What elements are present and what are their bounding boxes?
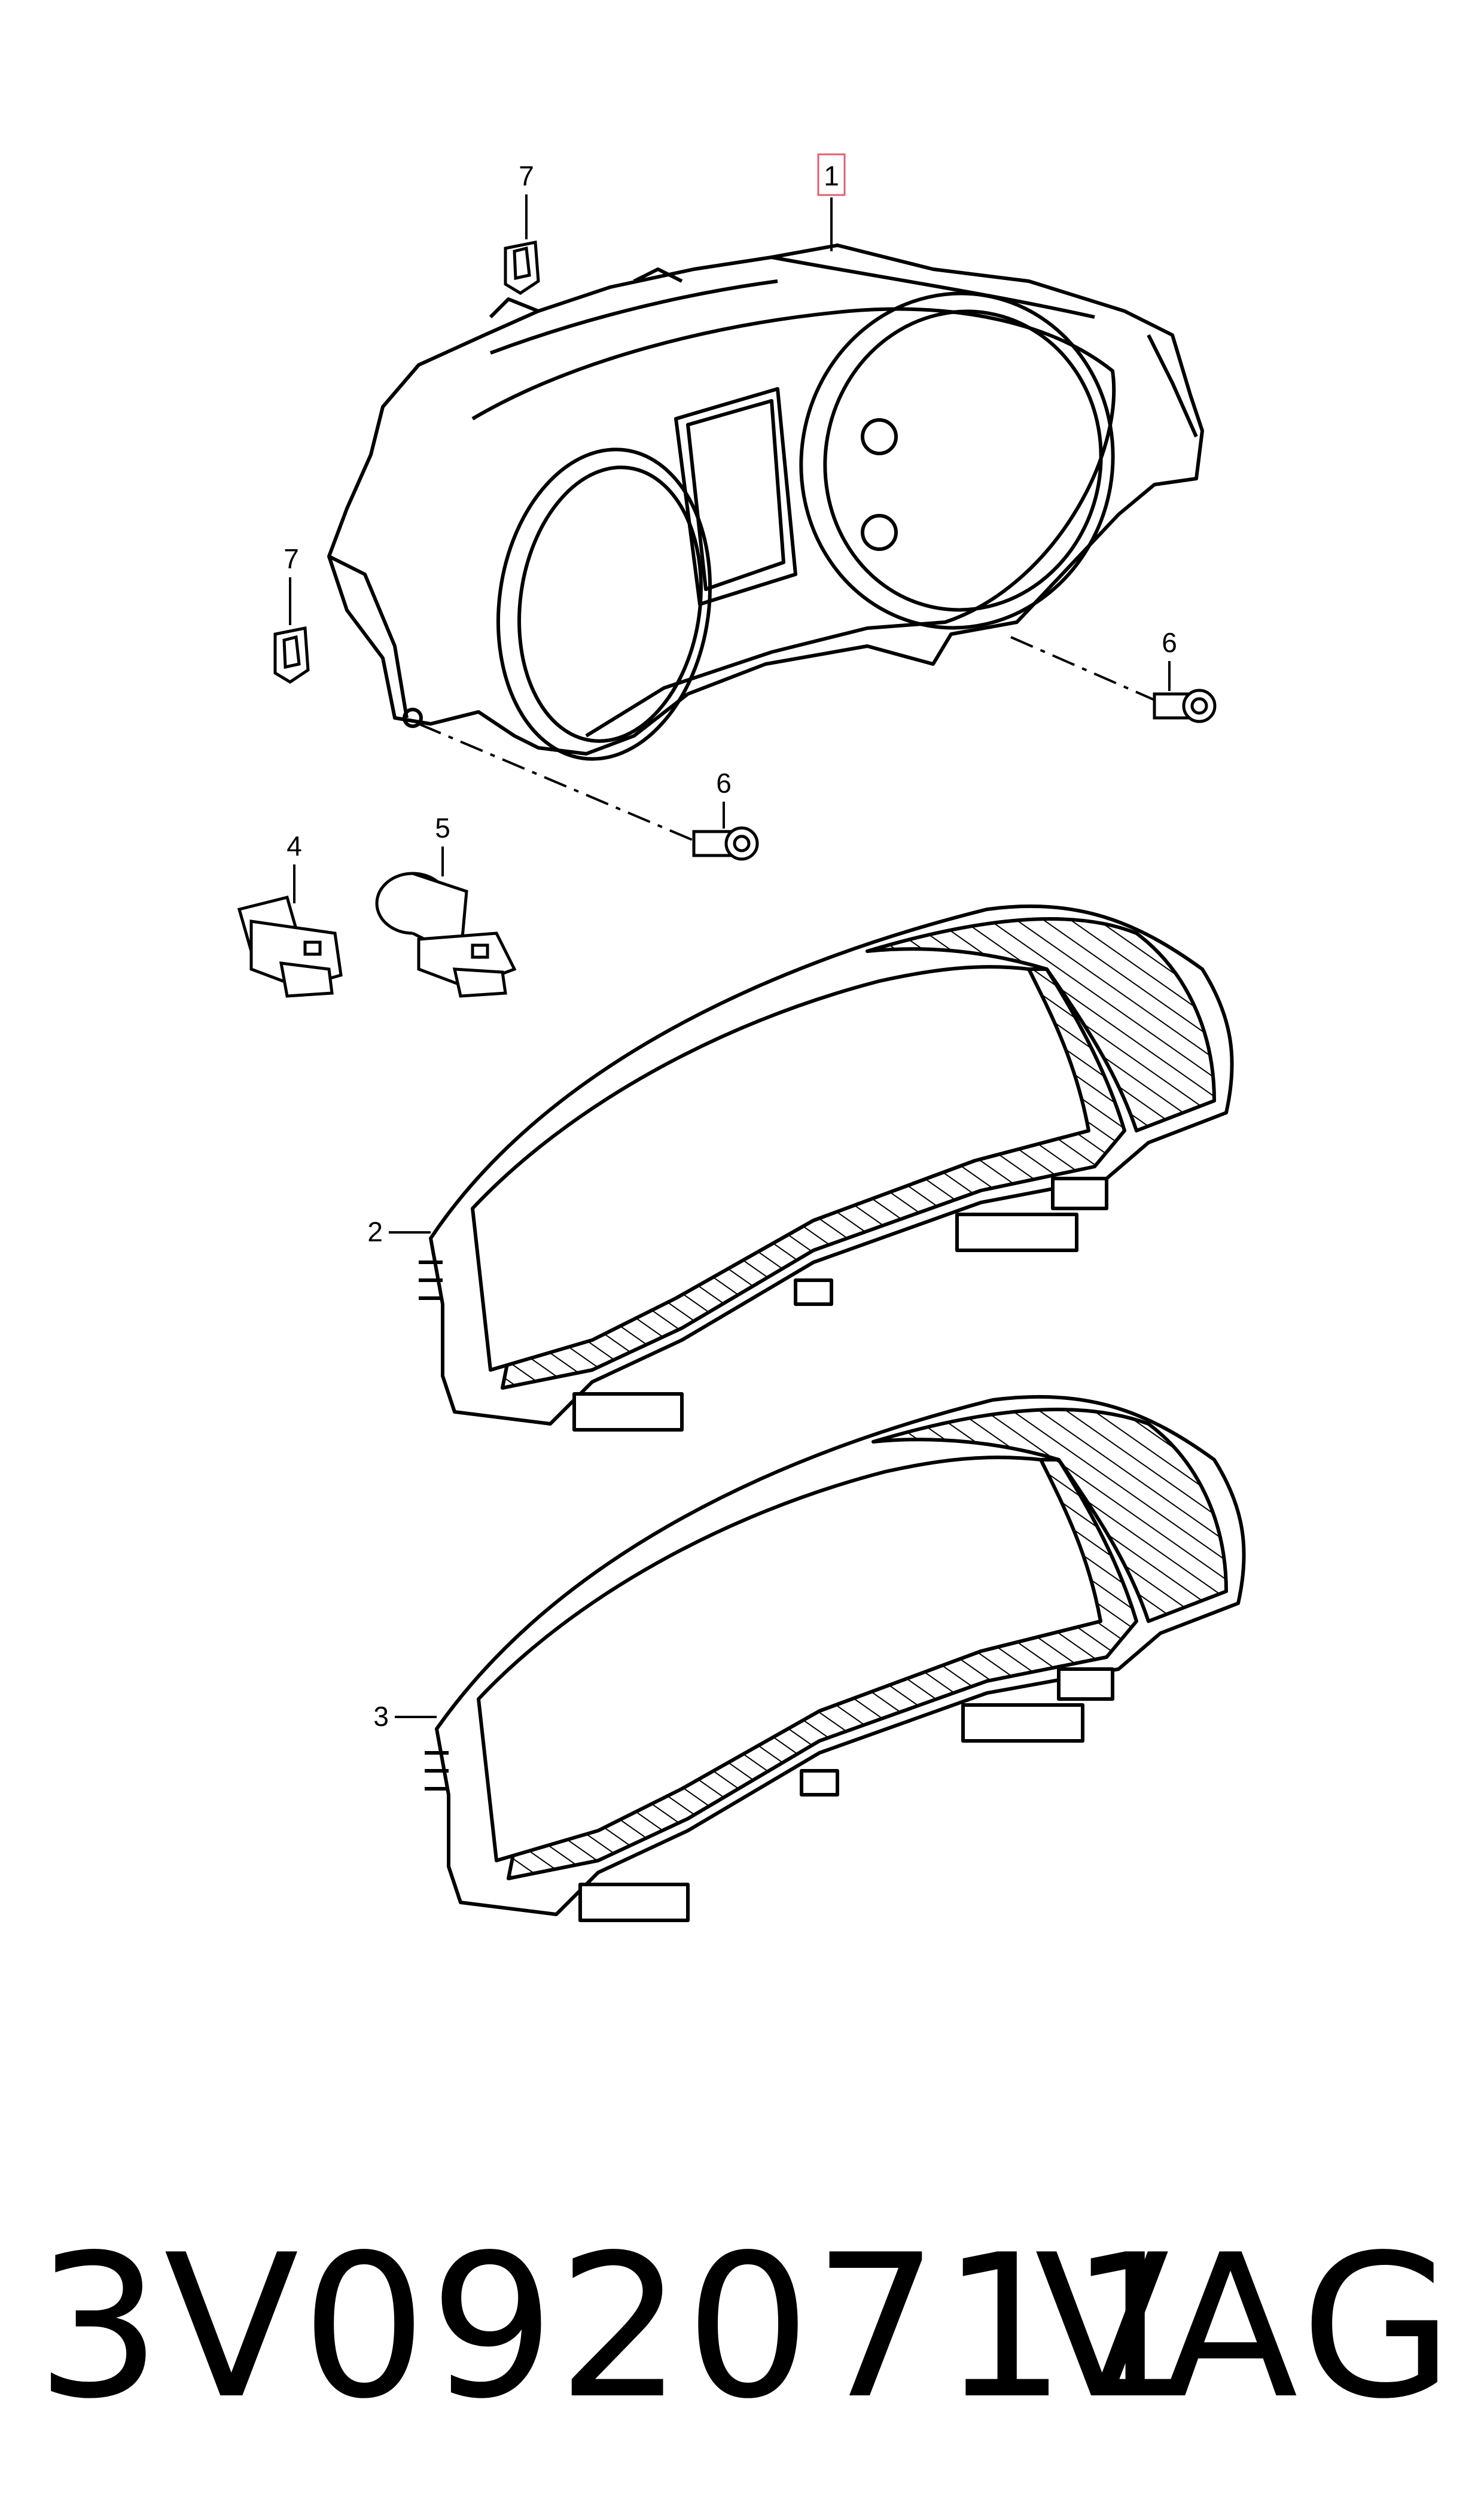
display-cover-part-3 (425, 1395, 1246, 1922)
clip-lower (273, 626, 310, 684)
callout-label-6-left: 6 (716, 768, 732, 799)
screw-left (692, 826, 759, 861)
callout-label-7-upper: 7 (519, 160, 534, 191)
callout-label-1: 1 (824, 160, 839, 191)
screw-right (1153, 689, 1217, 723)
callout-label-6-right: 6 (1162, 627, 1177, 658)
clip-upper (504, 240, 540, 295)
connector-part-4 (237, 895, 343, 998)
lower-knob (861, 514, 898, 551)
callout-label-3: 3 (373, 1701, 389, 1732)
left-gauge-ring (496, 447, 712, 761)
upper-knob (861, 418, 898, 455)
part-code: 3V0920711 (36, 2212, 1197, 2442)
callout-label-5: 5 (435, 812, 450, 844)
display-cover-part-2 (419, 904, 1234, 1432)
callout-label-4: 4 (287, 830, 302, 861)
center-display-window (674, 387, 797, 606)
callout-label-2: 2 (367, 1216, 383, 1247)
connector-part-5 (375, 872, 517, 998)
callout-label-7-lower: 7 (284, 543, 299, 574)
assembly-lines (418, 636, 1155, 842)
right-gauge-ring (799, 291, 1115, 630)
instrument-cluster-housing (327, 243, 1204, 761)
part-number-footer: 3V0920711 VAG (36, 2202, 1459, 2453)
brand-label: VAG (1034, 2212, 1459, 2442)
callout-1-highlight (817, 153, 846, 196)
exploded-parts-diagram: 1 7 7 6 6 4 5 2 3 (237, 153, 1246, 1922)
